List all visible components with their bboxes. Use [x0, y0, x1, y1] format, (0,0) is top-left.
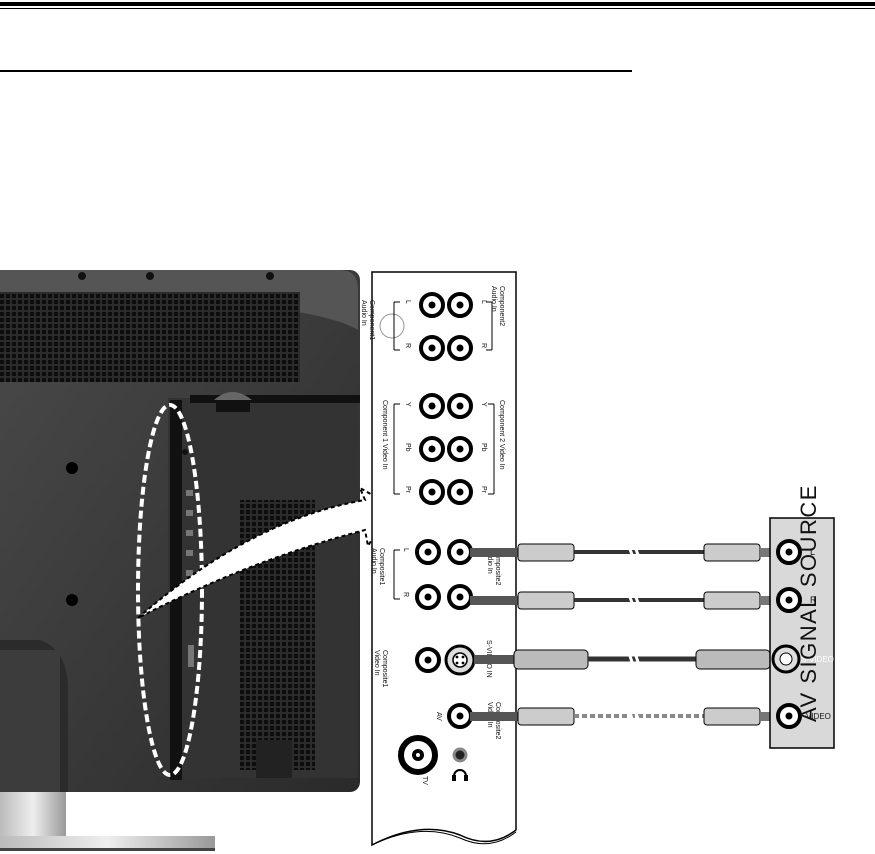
cable-audio-R: [470, 591, 774, 610]
jack-component2-audio-L: [447, 292, 473, 318]
label-line: Audio In: [360, 300, 367, 326]
highlight-ellipse: [136, 403, 204, 777]
headphone-icon: [452, 769, 468, 781]
jack-component2-Y: [447, 393, 473, 419]
label-Pb-comp2: Pb: [480, 443, 487, 452]
source-jack-R: [776, 587, 802, 613]
label-L-comp1: L: [404, 300, 411, 304]
jack-tv-antenna: [398, 735, 438, 775]
source-label-L: L: [810, 547, 815, 557]
label-line: Audio In: [490, 286, 497, 312]
label-av: AV: [435, 712, 442, 721]
label-composite1-video: Composite1Video In: [373, 650, 388, 687]
jack-svideo-in: [444, 644, 476, 676]
av-signal-source-title: AV SIGNAL SOURCE: [796, 484, 821, 722]
label-composite2-audio: Composite2Audio In: [486, 548, 501, 585]
cables: [470, 543, 774, 726]
label-component1-video: Component 1 Video In: [381, 400, 388, 470]
header-rule-thick: [0, 2, 875, 6]
tv-back: [0, 270, 360, 851]
label-Pr-comp2: Pr: [480, 486, 487, 494]
jack-component1-Y: [419, 393, 445, 419]
cable-audio-L: [470, 543, 774, 562]
jack-composite2-video: [447, 703, 473, 729]
rca-jacks: [398, 292, 476, 781]
jack-composite2-audio-R: [447, 584, 473, 610]
source-label-R: R: [810, 595, 817, 605]
source-label-svideo: S-VIDEO: [801, 655, 834, 664]
jack-component2-Pb: [447, 436, 473, 462]
label-Y-comp2: Y: [480, 402, 487, 407]
source-jack-video: [776, 703, 802, 729]
label-R-composite1: R: [402, 592, 409, 597]
label-L-comp2: L: [480, 300, 487, 304]
jack-composite1-audio-L: [415, 539, 441, 565]
jack-component1-Pb: [419, 436, 445, 462]
label-composite1-audio: Composite1Audio In: [370, 548, 385, 585]
label-line: Video In: [373, 650, 380, 676]
label-Pr-comp1: Pr: [404, 486, 411, 494]
section-rule: [0, 70, 632, 72]
label-component2-video: Component 2 Video In: [498, 400, 505, 470]
jack-composite1-audio-R: [415, 584, 441, 610]
label-R-comp1: R: [404, 343, 411, 348]
jack-component1-audio-L: [419, 292, 445, 318]
label-Pb-comp1: Pb: [404, 443, 411, 452]
label-Y-comp1: Y: [404, 402, 411, 407]
jack-component1-audio-R: [419, 335, 445, 361]
jack-component2-audio-R: [447, 335, 473, 361]
label-tv: TV: [421, 776, 428, 785]
source-label-video: VIDEO: [806, 712, 831, 721]
label-component1-audio: Component1Audio In: [360, 300, 375, 340]
headphone-jack: [452, 747, 468, 763]
source-jack-svideo: [771, 644, 801, 674]
label-component2-audio: Component2Audio In: [490, 286, 505, 326]
cable-video: [470, 707, 774, 726]
cable-svideo: [474, 649, 771, 670]
label-line: Audio In: [486, 548, 493, 574]
source-jack-L: [776, 539, 802, 565]
jack-component2-Pr: [447, 479, 473, 505]
jack-composite1-video: [415, 647, 441, 673]
label-line: Audio In: [370, 548, 377, 574]
header-rule-thin: [0, 8, 875, 9]
label-L-composite1: L: [402, 548, 409, 552]
jack-composite2-audio-L: [447, 539, 473, 565]
av-source-device: L R S-VIDEO VIDEO: [769, 517, 835, 749]
input-panel: [371, 271, 517, 847]
label-R-comp2: R: [480, 343, 487, 348]
panel-brackets: [393, 301, 495, 600]
jack-component1-Pr: [419, 479, 445, 505]
